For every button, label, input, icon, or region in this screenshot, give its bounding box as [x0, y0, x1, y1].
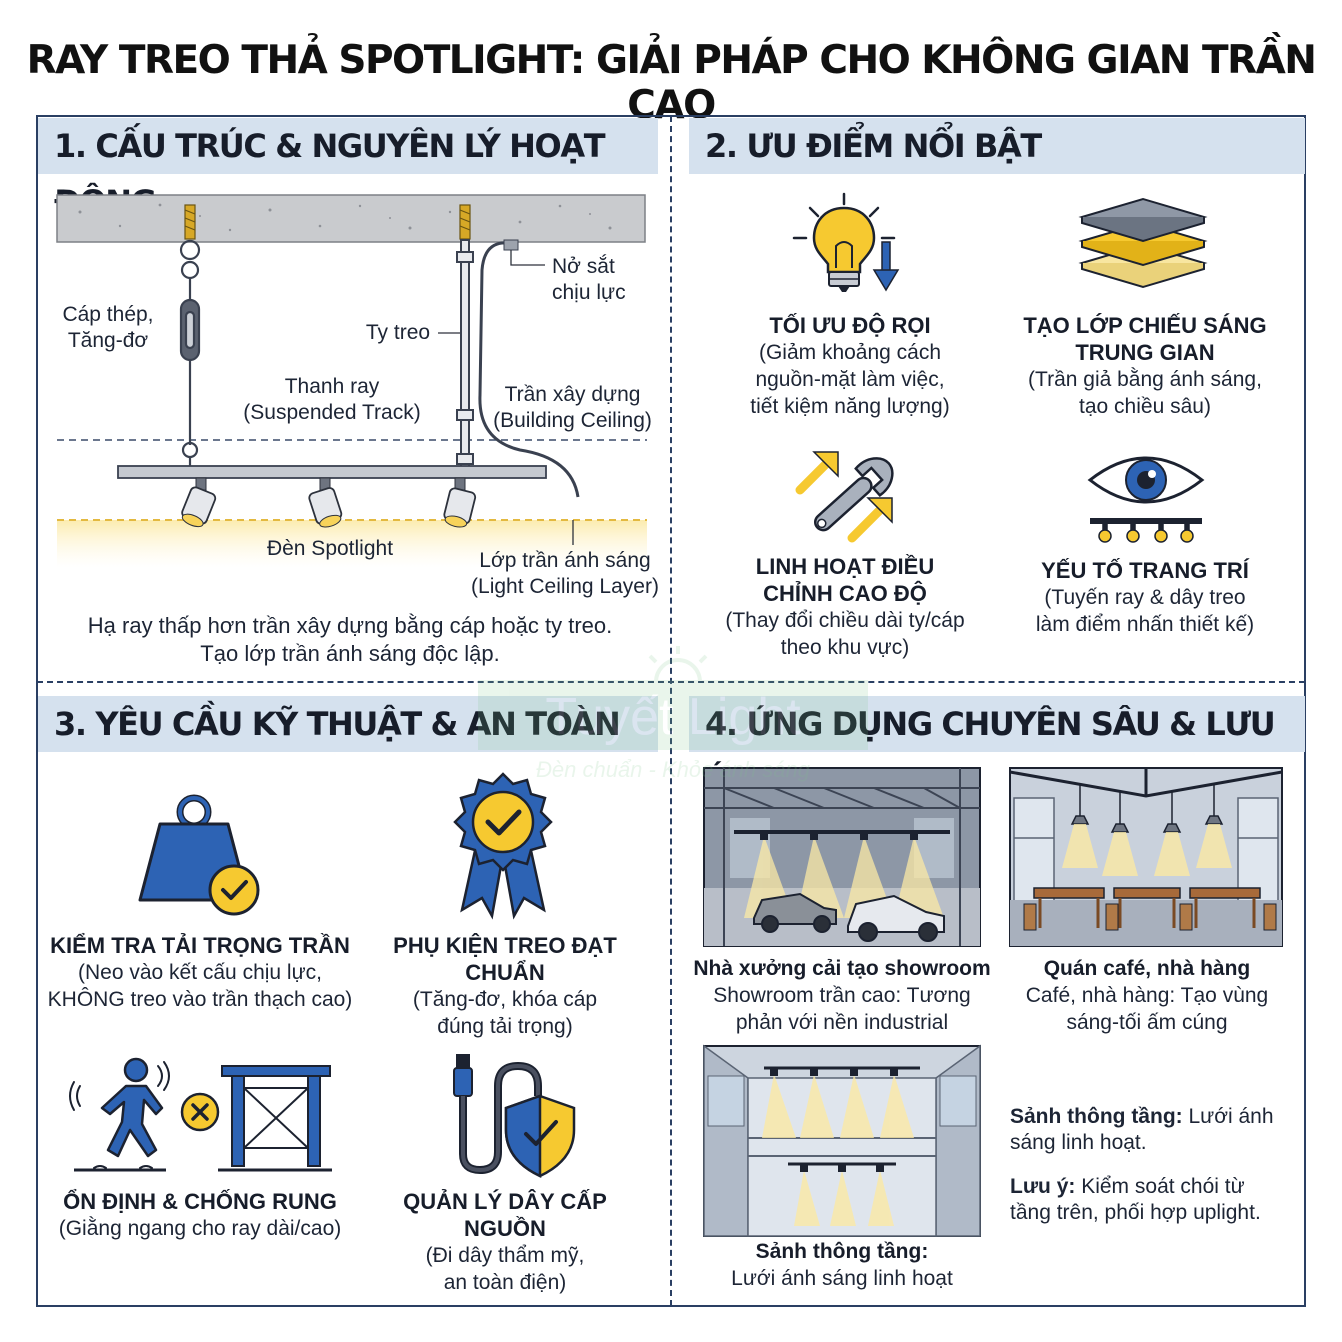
spotlight-1	[181, 477, 217, 528]
vibration-brace-icon	[69, 1057, 332, 1172]
advantage-2-title: TẠO LỚP CHIẾU SÁNG TRUNG GIAN	[1023, 313, 1267, 365]
label-rod: Ty treo	[365, 321, 431, 344]
showroom-illustration	[703, 767, 981, 947]
light-layer-glow	[57, 520, 647, 568]
label-cable: Cáp thép, Tăng-đơ	[62, 303, 154, 352]
certified-badge-icon	[453, 772, 553, 920]
track-bar	[117, 465, 547, 479]
cable-shield-icon	[453, 1054, 576, 1178]
lightbulb-down-arrow-icon	[792, 192, 900, 292]
spotlight-2	[308, 477, 343, 528]
application-showroom-desc: Showroom trần cao: Tương phản với nền in…	[713, 984, 971, 1034]
requirement-1: KIỂM TRA TẢI TRỌNG TRẦN (Neo vào kết cấu…	[40, 932, 360, 1013]
note-caution-label: Lưu ý:	[1010, 1175, 1076, 1198]
advantage-4: YẾU TỐ TRANG TRÍ (Tuyến ray & dây treo l…	[1000, 557, 1290, 638]
advantage-1: TỐI ƯU ĐỘ RỌI (Giảm khoảng cách nguồn-mặ…	[700, 312, 1000, 420]
application-cafe-title: Quán café, nhà hàng	[1043, 957, 1251, 980]
label-light-layer: Lớp trần ánh sáng (Light Ceiling Layer)	[471, 549, 659, 598]
note-caution-text: Kiểm soát chói từ tầng trên, phối hợp up…	[1010, 1175, 1261, 1224]
label-track: Thanh ray (Suspended Track)	[243, 375, 421, 424]
section2-heading: 2. ƯU ĐIỂM NỔI BẬT	[689, 118, 1305, 174]
advantage-1-title: TỐI ƯU ĐỘ RỌI	[769, 313, 931, 338]
section4-heading: 4. ỨNG DỤNG CHUYÊN SÂU & LƯU Ý	[689, 696, 1305, 799]
advantage-2: TẠO LỚP CHIẾU SÁNG TRUNG GIAN (Trần giả …	[990, 312, 1300, 420]
section1-heading: 1. CẤU TRÚC & NGUYÊN LÝ HOẠT ĐỘNG	[38, 118, 658, 221]
application-atrium-title: Sảnh thông tầng:	[755, 1240, 929, 1263]
atrium-illustration	[703, 1044, 981, 1237]
requirement-1-title: KIỂM TRA TẢI TRỌNG TRẦN	[50, 933, 350, 958]
anchor-left	[184, 204, 196, 240]
light-layers-icon	[1078, 197, 1208, 289]
cafe-illustration	[1009, 767, 1283, 947]
horizontal-divider	[37, 681, 1305, 683]
requirement-4-title: QUẢN LÝ DÂY CẤP NGUỒN	[403, 1189, 607, 1241]
advantage-1-desc: (Giảm khoảng cách nguồn-mặt làm việc, ti…	[750, 341, 950, 418]
advantage-4-desc: (Tuyến ray & dây treo làm điểm nhấn thiế…	[1035, 586, 1255, 636]
application-showroom: Nhà xưởng cải tạo showroom Showroom trần…	[690, 955, 994, 1036]
anchor-right	[459, 204, 471, 240]
power-cable	[478, 241, 580, 498]
application-cafe: Quán café, nhà hàng Café, nhà hàng: Tạo …	[1002, 955, 1292, 1036]
advantage-3-desc: (Thay đổi chiều dài ty/cáp theo khu vực)	[725, 609, 965, 659]
note-atrium: Sảnh thông tầng: Lưới ánh sáng linh hoạt…	[1010, 1104, 1300, 1156]
weight-check-icon	[138, 794, 260, 916]
note-caution: Lưu ý: Kiểm soát chói từ tầng trên, phối…	[1010, 1174, 1300, 1226]
wrench-arrows-icon	[795, 451, 894, 543]
requirement-2-desc: (Tăng-đơ, khóa cáp đúng tải trọng)	[412, 988, 598, 1038]
label-spotlight: Đèn Spotlight	[266, 537, 394, 560]
section1-caption: Hạ ray thấp hơn trần xây dựng bằng cáp h…	[87, 613, 613, 666]
section3-heading: 3. YÊU CẦU KỸ THUẬT & AN TOÀN	[38, 696, 658, 752]
advantage-3-title: LINH HOẠT ĐIỀU CHỈNH CAO ĐỘ	[755, 554, 935, 606]
application-cafe-desc: Café, nhà hàng: Tạo vùng sáng-tối ấm cún…	[1025, 984, 1269, 1034]
label-anchor: Nở sắt chịu lực	[552, 255, 626, 304]
advantage-3: LINH HOẠT ĐIỀU CHỈNH CAO ĐỘ (Thay đổi ch…	[700, 553, 990, 661]
application-showroom-title: Nhà xưởng cải tạo showroom	[693, 957, 991, 980]
cable-turnbuckle	[179, 239, 201, 468]
application-atrium-desc: Lưới ánh sáng linh hoạt	[731, 1267, 953, 1290]
advantage-4-title: YẾU TỐ TRANG TRÍ	[1041, 558, 1249, 583]
requirement-1-desc: (Neo vào kết cấu chịu lực, KHÔNG treo và…	[47, 961, 353, 1011]
requirement-3-title: ỔN ĐỊNH & CHỐNG RUNG	[63, 1189, 337, 1214]
label-ceiling: Trần xây dựng (Building Ceiling)	[493, 383, 652, 432]
advantage-2-desc: (Trần giả bằng ánh sáng, tạo chiều sâu)	[1028, 368, 1262, 418]
page-title: RAY TREO THẢ SPOTLIGHT: GIẢI PHÁP CHO KH…	[26, 38, 1317, 128]
application-atrium: Sảnh thông tầng: Lưới ánh sáng linh hoạt	[694, 1238, 990, 1292]
vertical-divider	[670, 116, 672, 1306]
requirement-2-title: PHỤ KIỆN TREO ĐẠT CHUẨN	[393, 933, 617, 985]
suspension-rod	[456, 239, 474, 469]
requirement-3: ỔN ĐỊNH & CHỐNG RUNG (Giằng ngang cho ra…	[40, 1188, 360, 1242]
eye-track-icon	[1087, 456, 1205, 543]
requirement-3-desc: (Giằng ngang cho ray dài/cao)	[58, 1217, 342, 1240]
requirement-4: QUẢN LÝ DÂY CẤP NGUỒN (Đi dây thẩm mỹ, a…	[360, 1188, 650, 1296]
requirement-2: PHỤ KIỆN TREO ĐẠT CHUẨN (Tăng-đơ, khóa c…	[355, 932, 655, 1040]
note-atrium-label: Sảnh thông tầng:	[1010, 1105, 1183, 1128]
concrete-ceiling	[56, 194, 646, 243]
requirement-4-desc: (Đi dây thẩm mỹ, an toàn điện)	[425, 1244, 585, 1294]
spotlight-3	[443, 477, 477, 528]
note-atrium-text: Lưới ánh sáng linh hoạt.	[1010, 1105, 1274, 1154]
